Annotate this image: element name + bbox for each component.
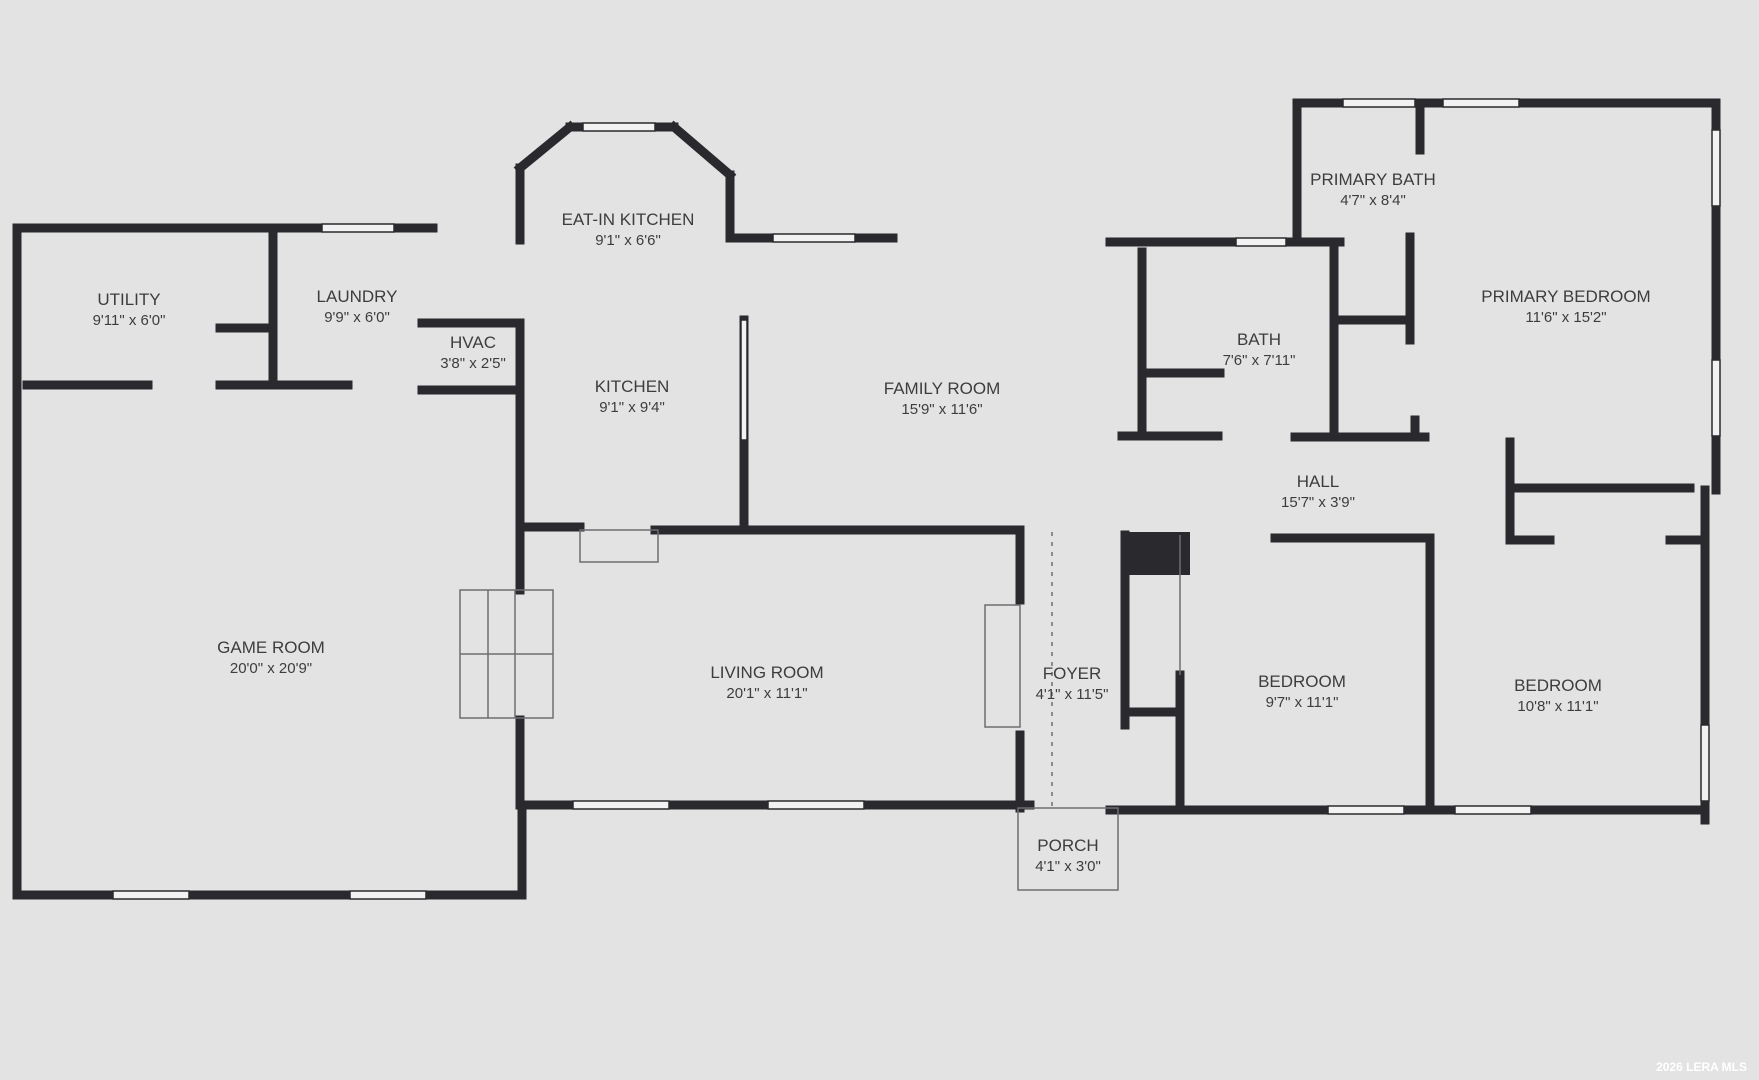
room-label-foyer: FOYER 4'1" x 11'5" (1036, 663, 1109, 705)
room-label-hvac: HVAC 3'8" x 2'5" (440, 332, 506, 374)
room-dimensions: 11'6" x 15'2" (1525, 309, 1607, 327)
room-name: KITCHEN (594, 377, 670, 397)
room-name: BEDROOM (1514, 676, 1602, 696)
room-dimensions: 7'6" x 7'11" (1222, 352, 1296, 370)
windows (112, 98, 1721, 900)
room-dimensions: 3'8" x 2'5" (440, 355, 506, 373)
room-dimensions: 4'1" x 11'5" (1035, 686, 1109, 704)
room-label-bath: BATH 7'6" x 7'11" (1223, 329, 1296, 371)
room-dimensions: 10'8" x 11'1" (1517, 698, 1599, 716)
watermark: 2026 LERA MLS (1656, 1060, 1747, 1074)
room-name: BATH (1236, 330, 1282, 350)
room-label-family-room: FAMILY ROOM 15'9" x 11'6" (884, 378, 1001, 420)
room-name: BEDROOM (1258, 672, 1346, 692)
room-dimensions: 15'7" x 3'9" (1281, 494, 1355, 512)
room-label-bedroom-1: BEDROOM 9'7" x 11'1" (1258, 671, 1346, 713)
room-label-laundry: LAUNDRY 9'9" x 6'0" (317, 286, 398, 328)
room-label-hall: HALL 15'7" x 3'9" (1281, 471, 1355, 513)
room-dimensions: 9'11" x 6'0" (92, 312, 166, 330)
room-label-kitchen: KITCHEN 9'1" x 9'4" (595, 376, 670, 418)
room-label-eat-in-kitchen: EAT-IN KITCHEN 9'1" x 6'6" (562, 209, 695, 251)
room-dimensions: 9'7" x 11'1" (1265, 694, 1339, 712)
room-dimensions: 4'7" x 8'4" (1340, 192, 1406, 210)
room-name: LAUNDRY (316, 287, 398, 307)
room-label-primary-bedroom: PRIMARY BEDROOM 11'6" x 15'2" (1481, 286, 1650, 328)
room-name: HVAC (450, 333, 496, 353)
room-dimensions: 4'1" x 3'0" (1035, 858, 1101, 876)
room-name: PRIMARY BATH (1310, 170, 1436, 190)
room-label-utility: UTILITY 9'11" x 6'0" (93, 289, 166, 331)
room-name: LIVING ROOM (710, 663, 824, 683)
room-name: GAME ROOM (217, 638, 325, 658)
room-name: PRIMARY BEDROOM (1481, 287, 1651, 307)
room-name: HALL (1296, 472, 1340, 492)
room-dimensions: 15'9" x 11'6" (901, 401, 983, 419)
room-label-primary-bath: PRIMARY BATH 4'7" x 8'4" (1310, 169, 1436, 211)
room-label-game-room: GAME ROOM 20'0" x 20'9" (217, 637, 325, 679)
room-name: FAMILY ROOM (883, 379, 1001, 399)
room-dimensions: 9'1" x 9'4" (599, 399, 665, 417)
room-dimensions: 20'0" x 20'9" (229, 660, 313, 678)
room-dimensions: 9'9" x 6'0" (324, 309, 390, 327)
room-label-bedroom-2: BEDROOM 10'8" x 11'1" (1514, 675, 1602, 717)
chimney-block (1125, 532, 1190, 575)
room-label-porch: PORCH 4'1" x 3'0" (1035, 835, 1101, 877)
room-label-living-room: LIVING ROOM 20'1" x 11'1" (710, 662, 823, 704)
room-name: EAT-IN KITCHEN (561, 210, 695, 230)
room-dimensions: 20'1" x 11'1" (726, 685, 808, 703)
room-name: UTILITY (97, 290, 161, 310)
fixtures (459, 529, 1181, 891)
room-name: PORCH (1037, 836, 1099, 856)
room-dimensions: 9'1" x 6'6" (595, 232, 661, 250)
room-name: FOYER (1042, 664, 1102, 684)
